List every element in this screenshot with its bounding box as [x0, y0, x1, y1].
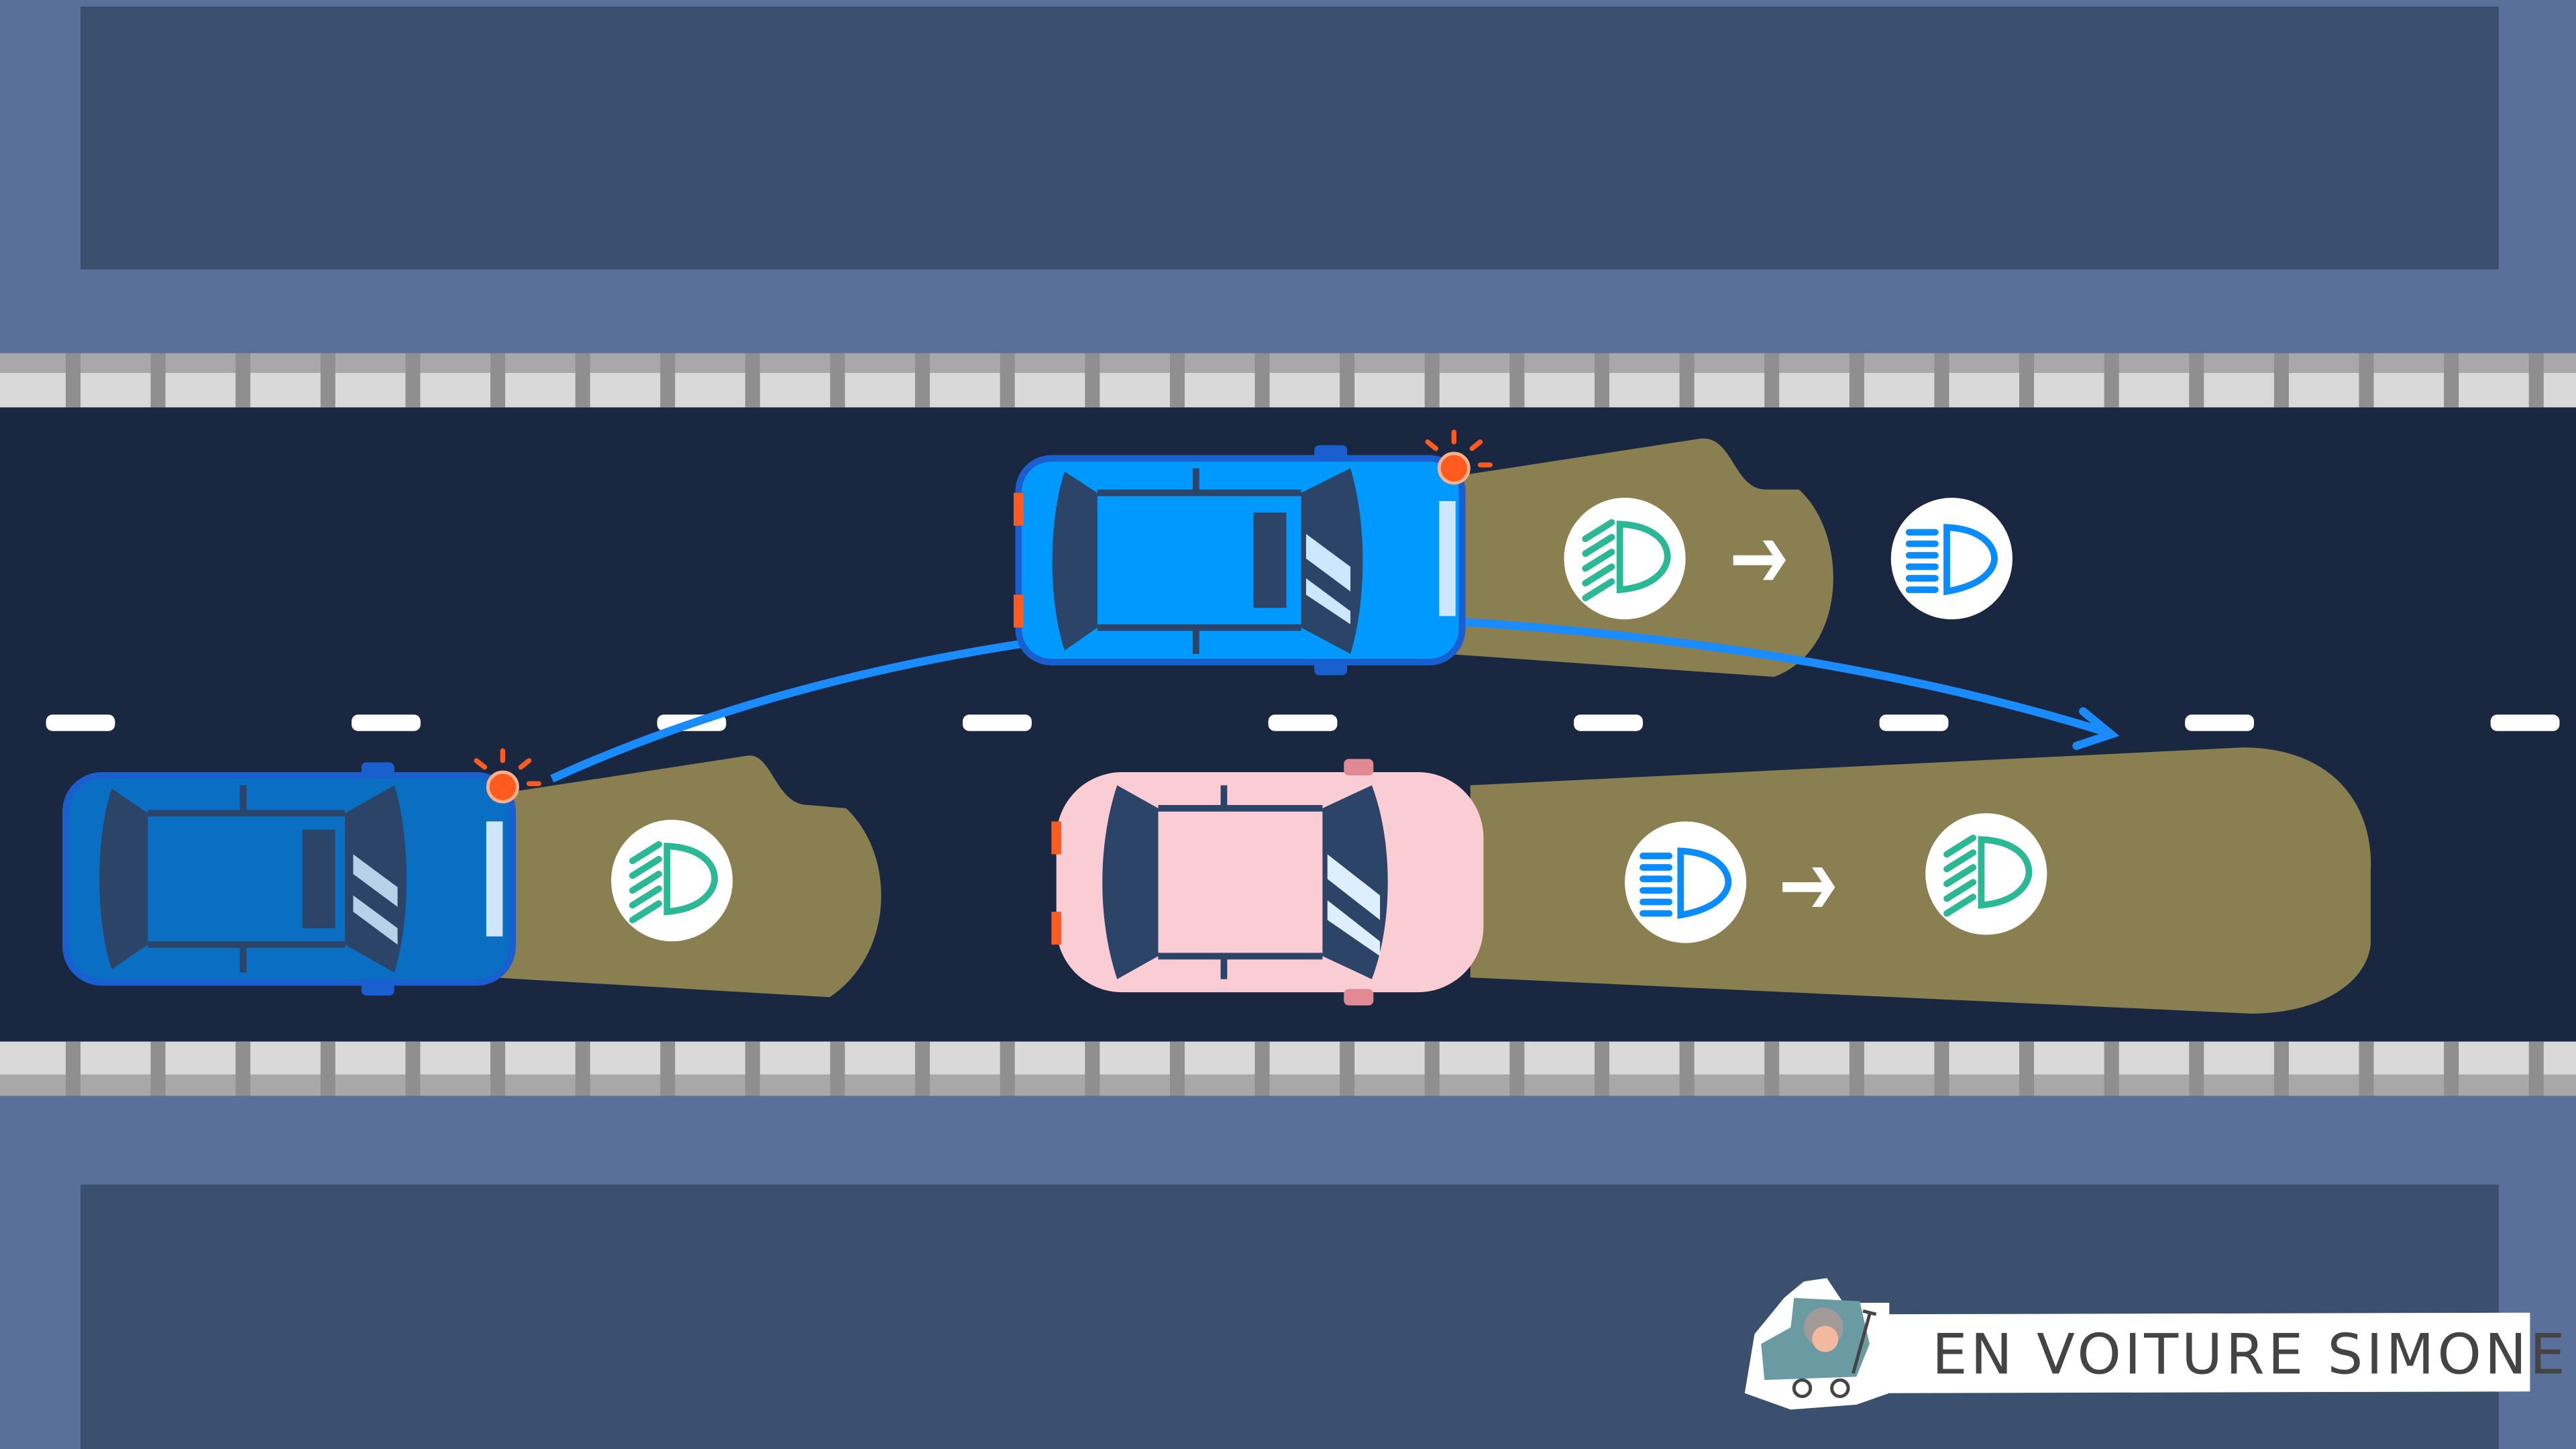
- curb-post: [2444, 353, 2459, 408]
- curb-post: [915, 353, 930, 408]
- curb-post: [1000, 1041, 1015, 1096]
- curb-post: [1764, 1041, 1780, 1096]
- curb-post: [1085, 1041, 1100, 1096]
- high-beam-icon: [1891, 498, 2012, 619]
- low-beam-icon: [611, 820, 733, 941]
- curb-post: [1254, 353, 1270, 408]
- curb-top: [0, 353, 2576, 408]
- lane-dash: [2490, 714, 2560, 731]
- curb-post: [1509, 353, 1525, 408]
- lane-dash: [1879, 714, 1949, 731]
- curb-post: [1340, 1041, 1355, 1096]
- curb-post: [1169, 1041, 1185, 1096]
- curb-post: [1679, 1041, 1695, 1096]
- lane-dash: [2185, 714, 2254, 731]
- curb-post: [1764, 353, 1780, 408]
- curb-post: [1934, 1041, 1949, 1096]
- curb-post: [2189, 1041, 2204, 1096]
- curb-post: [660, 353, 676, 408]
- curb-post: [2189, 353, 2204, 408]
- curb-post: [2528, 353, 2544, 408]
- curb-post: [1424, 353, 1440, 408]
- curb-post: [745, 1041, 760, 1096]
- curb-post: [1509, 1041, 1525, 1096]
- overtaken-car: [1014, 432, 1490, 676]
- curb-post: [1340, 353, 1355, 408]
- curb-post: [575, 1041, 590, 1096]
- curb-post: [660, 1041, 676, 1096]
- oncoming-car: [1051, 759, 1484, 1006]
- curb-post: [405, 1041, 421, 1096]
- curb-bottom: [0, 1041, 2576, 1096]
- curb-post: [830, 1041, 845, 1096]
- curb-post: [2019, 353, 2035, 408]
- curb-post: [150, 353, 166, 408]
- curb-post: [1000, 353, 1015, 408]
- curb-post: [2019, 1041, 2035, 1096]
- beam-oncoming-car: [1470, 747, 2371, 1014]
- curb-post: [2528, 1041, 2544, 1096]
- lane-dash: [352, 714, 421, 731]
- curb-post: [1085, 353, 1100, 408]
- logo: EN VOITURE SIMONE !: [1744, 1278, 2576, 1410]
- curb-post: [1594, 1041, 1610, 1096]
- curb-post: [1849, 353, 1864, 408]
- curb-post: [150, 1041, 166, 1096]
- arrow-head-icon: [2072, 707, 2120, 750]
- curb-post: [65, 353, 80, 408]
- curb-post: [2444, 1041, 2459, 1096]
- curb-post: [1934, 353, 1949, 408]
- lane-dash: [963, 714, 1032, 731]
- curb-post: [1424, 1041, 1440, 1096]
- curb-post: [2273, 353, 2289, 408]
- curb-post: [745, 353, 760, 408]
- overtaking-car: [62, 751, 539, 996]
- curb-post: [405, 353, 421, 408]
- curb-post: [490, 1041, 506, 1096]
- curb-post: [235, 353, 251, 408]
- curb-post: [235, 1041, 251, 1096]
- curb-post: [320, 353, 335, 408]
- high-beam-icon: [1625, 821, 1746, 943]
- curb-post: [1679, 353, 1695, 408]
- low-beam-icon: [1564, 498, 1685, 619]
- curb-post: [2273, 1041, 2289, 1096]
- logo-car-icon: [1761, 1297, 1877, 1399]
- low-beam-icon: [1925, 813, 2047, 934]
- curb-post: [1594, 353, 1610, 408]
- curb-post: [830, 353, 845, 408]
- logo-text: EN VOITURE SIMONE !: [1932, 1322, 2576, 1387]
- curb-post: [2104, 353, 2119, 408]
- curb-post: [2359, 353, 2374, 408]
- curb-post: [915, 1041, 930, 1096]
- curb-post: [320, 1041, 335, 1096]
- curb-post: [1849, 1041, 1864, 1096]
- lane-dash: [1268, 714, 1338, 731]
- curb-post: [65, 1041, 80, 1096]
- lane-dash: [46, 714, 115, 731]
- curb-post: [490, 353, 506, 408]
- curb-post: [1169, 353, 1185, 408]
- curb-post: [2104, 1041, 2119, 1096]
- block-top: [80, 6, 2499, 270]
- lane-dash: [1574, 714, 1643, 731]
- curb-post: [1254, 1041, 1270, 1096]
- curb-post: [575, 353, 590, 408]
- curb-post: [2359, 1041, 2374, 1096]
